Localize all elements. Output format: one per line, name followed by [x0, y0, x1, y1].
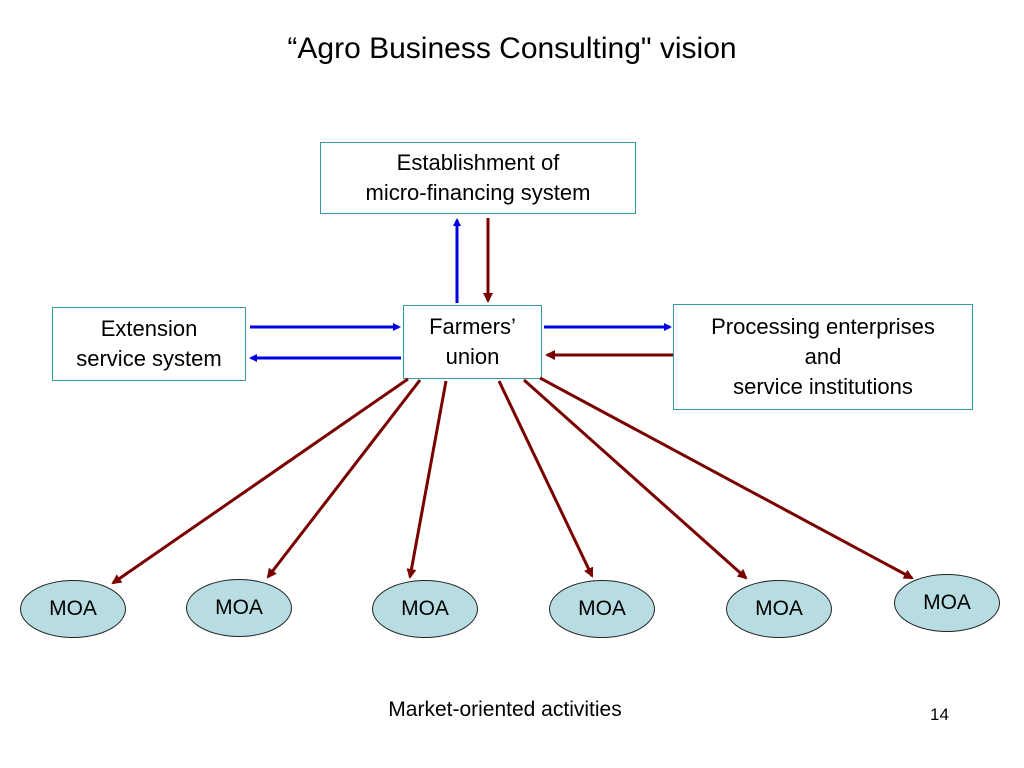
extension-box: Extension service system — [52, 307, 246, 381]
processing-line3: service institutions — [733, 374, 913, 399]
processing-line1: Processing enterprises — [711, 314, 935, 339]
moa-node-3: MOA — [372, 580, 478, 638]
arrow-union-to-moa-4 — [497, 380, 594, 578]
extension-line1: Extension — [100, 316, 198, 341]
processing-line2: and — [804, 344, 842, 369]
arrow-union-to-moa-6 — [539, 376, 914, 580]
moa-node-1: MOA — [20, 580, 126, 638]
moa-node-4: MOA — [549, 580, 655, 638]
moa-node-6: MOA — [894, 574, 1000, 632]
moa-node-2: MOA — [186, 579, 292, 637]
arrow-union-to-moa-5 — [523, 378, 748, 580]
micro-financing-box: Establishment of micro-financing system — [320, 142, 636, 214]
arrow-union-to-moa-2 — [266, 379, 422, 579]
slide-title: “Agro Business Consulting" vision — [287, 32, 737, 65]
arrow-union-to-moa-3 — [406, 380, 448, 579]
micro-financing-line1: Establishment of — [396, 150, 560, 175]
extension-line2: service system — [76, 346, 222, 371]
micro-financing-line2: micro-financing system — [365, 180, 591, 205]
farmers-union-line1: Farmers’ — [429, 314, 516, 339]
processing-box: Processing enterprises and service insti… — [673, 304, 973, 410]
farmers-union-box: Farmers’ union — [403, 305, 542, 379]
arrow-union-to-moa-1 — [111, 377, 409, 585]
diagram-caption: Market-oriented activities — [388, 698, 622, 721]
farmers-union-line2: union — [445, 344, 500, 369]
moa-node-5: MOA — [726, 580, 832, 638]
page-number: 14 — [930, 705, 949, 724]
